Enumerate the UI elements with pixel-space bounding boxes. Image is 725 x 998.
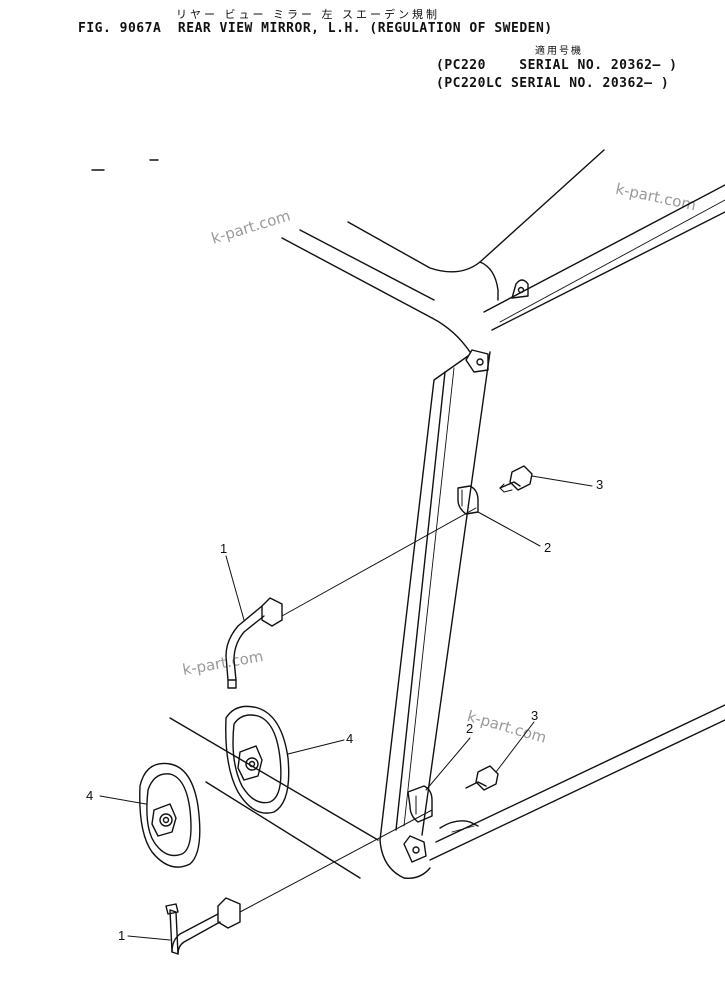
upper-arm-rod-inner	[233, 615, 265, 681]
upper-arm-end	[227, 679, 237, 689]
leader-1-lower	[127, 935, 171, 941]
leader-4-lower	[99, 795, 147, 805]
upper-mirror-outer	[225, 705, 290, 814]
roof-edge-mid	[299, 229, 435, 301]
callout-1-upper: 1	[220, 541, 228, 556]
upper-mirror-mount	[237, 745, 263, 781]
cab-lower-corner	[379, 839, 431, 879]
upper-bolt-3-shank	[499, 481, 521, 489]
roof-rail-upper	[483, 184, 725, 313]
cab-bottom-left-edge-2	[205, 781, 361, 879]
leader-1-upper	[225, 555, 245, 621]
leader-2-upper	[477, 511, 541, 547]
roof-edge-inner	[281, 237, 471, 353]
leader-3-upper	[531, 475, 593, 487]
scan-mark	[91, 159, 159, 171]
pillar-inner-line	[395, 371, 446, 831]
leader-3-lower	[495, 721, 535, 773]
roof-edge-outer	[347, 149, 605, 273]
upper-mirror-inner	[232, 714, 282, 804]
callout-1-lower: 1	[118, 928, 126, 943]
pillar-bottom-clip	[403, 835, 427, 863]
jp-title: リヤー ビュー ミラー 左 スエーデン規制	[176, 8, 440, 21]
lower-arm-rod-outer	[171, 913, 219, 953]
figure-title: FIG. 9067A REAR VIEW MIRROR, L.H. (REGUL…	[78, 21, 553, 36]
pillar-front-edge	[379, 355, 469, 841]
callout-3-upper: 3	[596, 477, 604, 492]
pillar-rear-edge	[421, 351, 491, 836]
upper-arm-clamp	[261, 597, 283, 627]
roof-clip-hole	[517, 286, 525, 294]
callout-2-lower: 2	[466, 721, 474, 736]
roof-corner	[479, 261, 499, 301]
cab-lower-step	[439, 820, 479, 829]
lower-arm-clamp	[217, 897, 241, 929]
pillar-bottom-clip-hole	[412, 846, 420, 854]
lower-mirror-inner	[146, 773, 192, 857]
callout-3-lower: 3	[531, 708, 539, 723]
callout-2-upper: 2	[544, 540, 552, 555]
lower-arm-cap	[165, 903, 179, 915]
upper-bolt-3-head	[509, 465, 533, 491]
callout-4-lower: 4	[86, 788, 94, 803]
lower-assembly-line	[239, 809, 433, 913]
leader-4-upper	[287, 739, 345, 755]
upper-arm-rod-outer	[225, 605, 263, 681]
upper-mirror-pivot	[245, 757, 259, 771]
lower-bolt-3-head	[475, 765, 499, 791]
lower-mirror-outer	[139, 762, 201, 868]
serial-line-1: (PC220 SERIAL NO. 20362– )	[436, 58, 678, 73]
roof-clip	[511, 279, 529, 299]
roof-rail-lower	[491, 211, 725, 331]
applicable-jp-label: 適用号機	[535, 46, 583, 57]
pillar-top-clip-hole	[476, 358, 484, 366]
serial-line-2: (PC220LC SERIAL NO. 20362– )	[436, 76, 670, 91]
lower-mirror-pivot	[159, 813, 173, 827]
cab-lower-edge	[429, 719, 725, 861]
cab-lower-edge-2	[435, 704, 725, 843]
lower-bolt-3-shank	[465, 781, 487, 789]
lower-mirror-mount	[151, 803, 177, 837]
lower-arm-post	[169, 909, 179, 955]
pillar-top-clip	[465, 349, 489, 373]
upper-assembly-line	[281, 507, 477, 617]
cab-bottom-left-edge	[169, 717, 379, 841]
pillar-inner-line-2	[403, 367, 455, 827]
lower-arm-rod-inner	[177, 921, 221, 955]
callout-4-upper: 4	[346, 731, 354, 746]
roof-rail-mid	[499, 199, 725, 323]
leader-2-lower	[425, 737, 471, 791]
